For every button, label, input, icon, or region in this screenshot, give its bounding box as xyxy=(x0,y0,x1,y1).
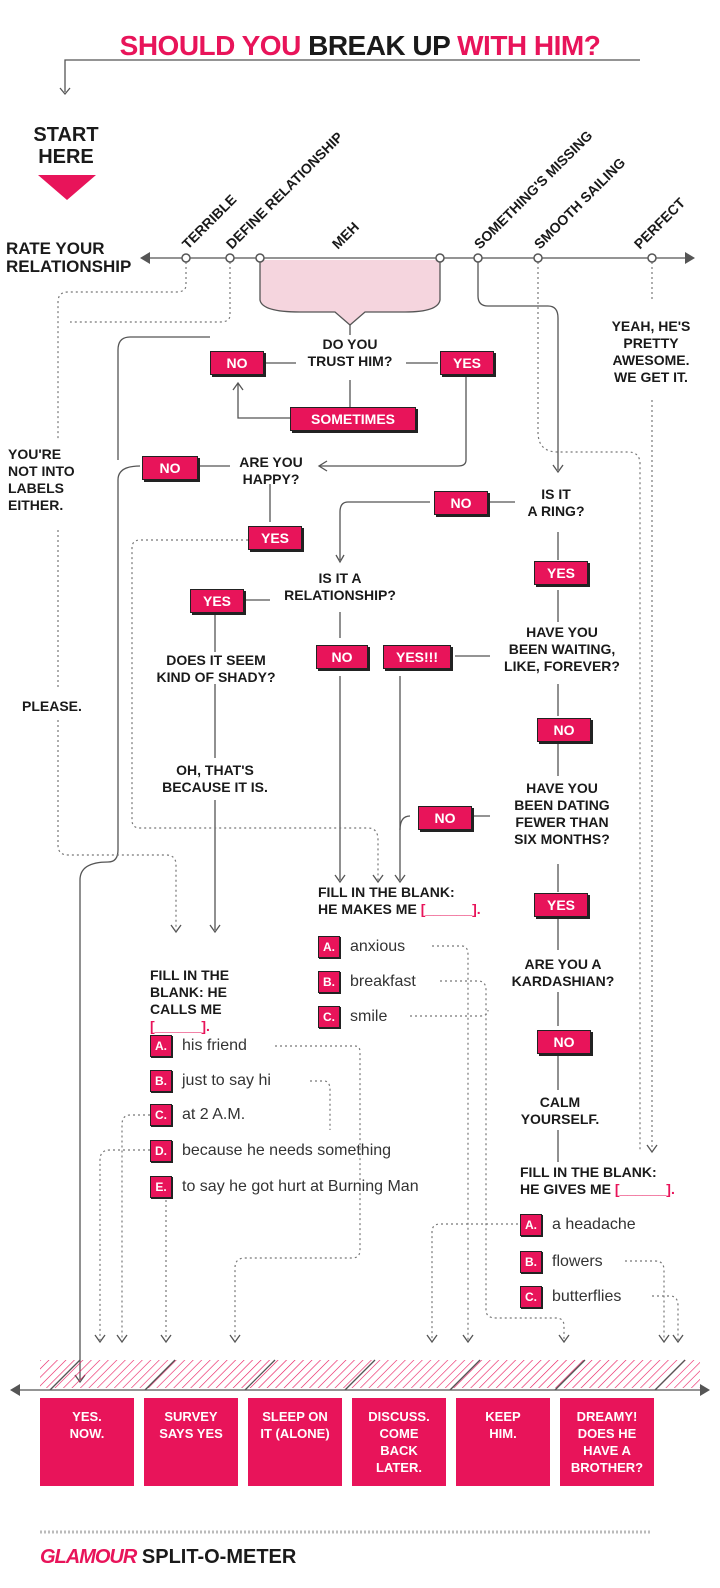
option-text: flowers xyxy=(552,1253,603,1270)
option-letter: B. xyxy=(150,1070,172,1092)
gives-option-b: B. flowers xyxy=(520,1251,603,1273)
start-line-1: START xyxy=(33,124,99,146)
tag-dating-no: NO xyxy=(418,806,472,830)
option-text: because he needs something xyxy=(182,1142,392,1159)
tag-happy-no: NO xyxy=(142,456,198,480)
calls-option-b: B. just to say hi xyxy=(150,1070,271,1092)
makes-option-a: A. anxious xyxy=(318,936,405,958)
option-text: butterflies xyxy=(552,1288,622,1305)
option-text: breakfast xyxy=(350,973,416,990)
tag-kardashian-no: NO xyxy=(537,1030,591,1054)
page-title: SHOULD YOU BREAK UP WITH HIM? xyxy=(0,30,720,62)
tag-trust-no: NO xyxy=(210,351,264,375)
question-relationship: IS IT A RELATIONSHIP? xyxy=(284,570,396,603)
tag-ring-no: NO xyxy=(434,491,488,515)
tag-happy-yes: YES xyxy=(248,526,302,550)
tag-rel-no: NO xyxy=(316,645,368,669)
calls-option-a: A. his friend xyxy=(150,1035,247,1057)
option-letter: A. xyxy=(318,936,340,958)
option-text: at 2 A.M. xyxy=(182,1106,246,1123)
outcome-discuss: DISCUSS. COME BACK LATER. xyxy=(352,1398,446,1486)
tag-dating-yes: YES xyxy=(534,893,588,917)
title-part-1: SHOULD YOU xyxy=(119,30,302,61)
perfect-note: YEAH, HE'S PRETTY AWESOME. WE GET IT. xyxy=(611,318,691,385)
tag-ring-yes: YES xyxy=(534,561,588,585)
gives-option-c: C. butterflies xyxy=(520,1286,621,1308)
title-part-3: WITH HIM? xyxy=(457,30,601,61)
option-letter: E. xyxy=(150,1176,172,1198)
rate-label: RATE YOUR RELATIONSHIP xyxy=(6,240,131,276)
outcome-yes-now: YES. NOW. xyxy=(40,1398,134,1486)
question-shady: DOES IT SEEM KIND OF SHADY? xyxy=(156,652,276,685)
option-letter: D. xyxy=(150,1140,172,1162)
calls-option-e: E. to say he got hurt at Burning Man xyxy=(150,1176,419,1198)
option-letter: C. xyxy=(520,1286,542,1308)
blank-calls-blank: [______]. xyxy=(150,1018,210,1034)
option-text: anxious xyxy=(350,938,406,955)
brand-logo: GLAMOUR xyxy=(40,1546,137,1568)
tag-rel-yes3: YES!!! xyxy=(383,645,451,669)
tag-sometimes: SOMETIMES xyxy=(290,407,416,431)
blank-calls-heading: FILL IN THE BLANK: HE CALLS ME [______]. xyxy=(150,950,229,1052)
calls-option-c: C. at 2 A.M. xyxy=(150,1104,245,1126)
option-text: a headache xyxy=(552,1216,636,1233)
gives-option-a: A. a headache xyxy=(520,1214,636,1236)
option-text: his friend xyxy=(182,1037,247,1054)
option-letter: B. xyxy=(520,1251,542,1273)
question-trust: DO YOU TRUST HIM? xyxy=(307,336,393,369)
question-waiting: HAVE YOU BEEN WAITING, LIKE, FOREVER? xyxy=(504,624,620,674)
question-kardashian: ARE YOU A KARDASHIAN? xyxy=(511,956,615,989)
calm-yourself: CALM YOURSELF. xyxy=(520,1094,600,1127)
footer-label: SPLIT-O-METER xyxy=(141,1546,297,1568)
tag-waiting-no: NO xyxy=(537,718,591,742)
blank-gives-blank: [______]. xyxy=(614,1181,675,1197)
labels-note: YOU'RE NOT INTO LABELS EITHER. xyxy=(8,446,75,513)
option-letter: C. xyxy=(318,1006,340,1028)
start-line-2: HERE xyxy=(38,146,94,168)
option-letter: C. xyxy=(150,1104,172,1126)
question-ring: IS IT A RING? xyxy=(527,486,585,519)
option-letter: A. xyxy=(150,1035,172,1057)
outcome-survey-says-yes: SURVEY SAYS YES xyxy=(144,1398,238,1486)
rate-line-1: RATE YOUR xyxy=(6,239,105,258)
question-happy: ARE YOU HAPPY? xyxy=(239,454,303,487)
please-note: PLEASE. xyxy=(22,698,82,714)
tag-rel-yes: YES xyxy=(190,589,244,613)
footer: GLAMOUR SPLIT-O-METER xyxy=(40,1546,296,1569)
tag-trust-yes: YES xyxy=(440,351,494,375)
option-letter: B. xyxy=(318,971,340,993)
outcome-keep-him: KEEP HIM. xyxy=(456,1398,550,1486)
rate-line-2: RELATIONSHIP xyxy=(6,257,132,276)
option-text: just to say hi xyxy=(182,1072,271,1089)
start-here: START HERE xyxy=(26,124,106,168)
makes-option-c: C. smile xyxy=(318,1006,387,1028)
calls-option-d: D. because he needs something xyxy=(150,1140,391,1162)
blank-gives-heading-text: FILL IN THE BLANK: HE GIVES ME xyxy=(520,1164,657,1197)
blank-calls-heading-text: FILL IN THE BLANK: HE CALLS ME xyxy=(150,967,230,1017)
title-part-2: BREAK UP xyxy=(308,30,450,61)
blank-makes-heading-text: FILL IN THE BLANK: HE MAKES ME xyxy=(318,884,455,917)
outcome-sleep-on-it: SLEEP ON IT (ALONE) xyxy=(248,1398,342,1486)
outcome-dreamy: DREAMY! DOES HE HAVE A BROTHER? xyxy=(560,1398,654,1486)
option-letter: A. xyxy=(520,1214,542,1236)
option-text: smile xyxy=(350,1008,388,1025)
blank-gives-heading: FILL IN THE BLANK: HE GIVES ME [______]. xyxy=(520,1164,675,1198)
question-dating: HAVE YOU BEEN DATING FEWER THAN SIX MONT… xyxy=(514,780,610,847)
shady-answer: OH, THAT'S BECAUSE IT IS. xyxy=(162,762,268,795)
blank-makes-blank: [______]. xyxy=(420,901,481,917)
makes-option-b: B. breakfast xyxy=(318,971,416,993)
option-text: to say he got hurt at Burning Man xyxy=(182,1178,419,1195)
blank-makes-heading: FILL IN THE BLANK: HE MAKES ME [______]. xyxy=(318,884,481,918)
